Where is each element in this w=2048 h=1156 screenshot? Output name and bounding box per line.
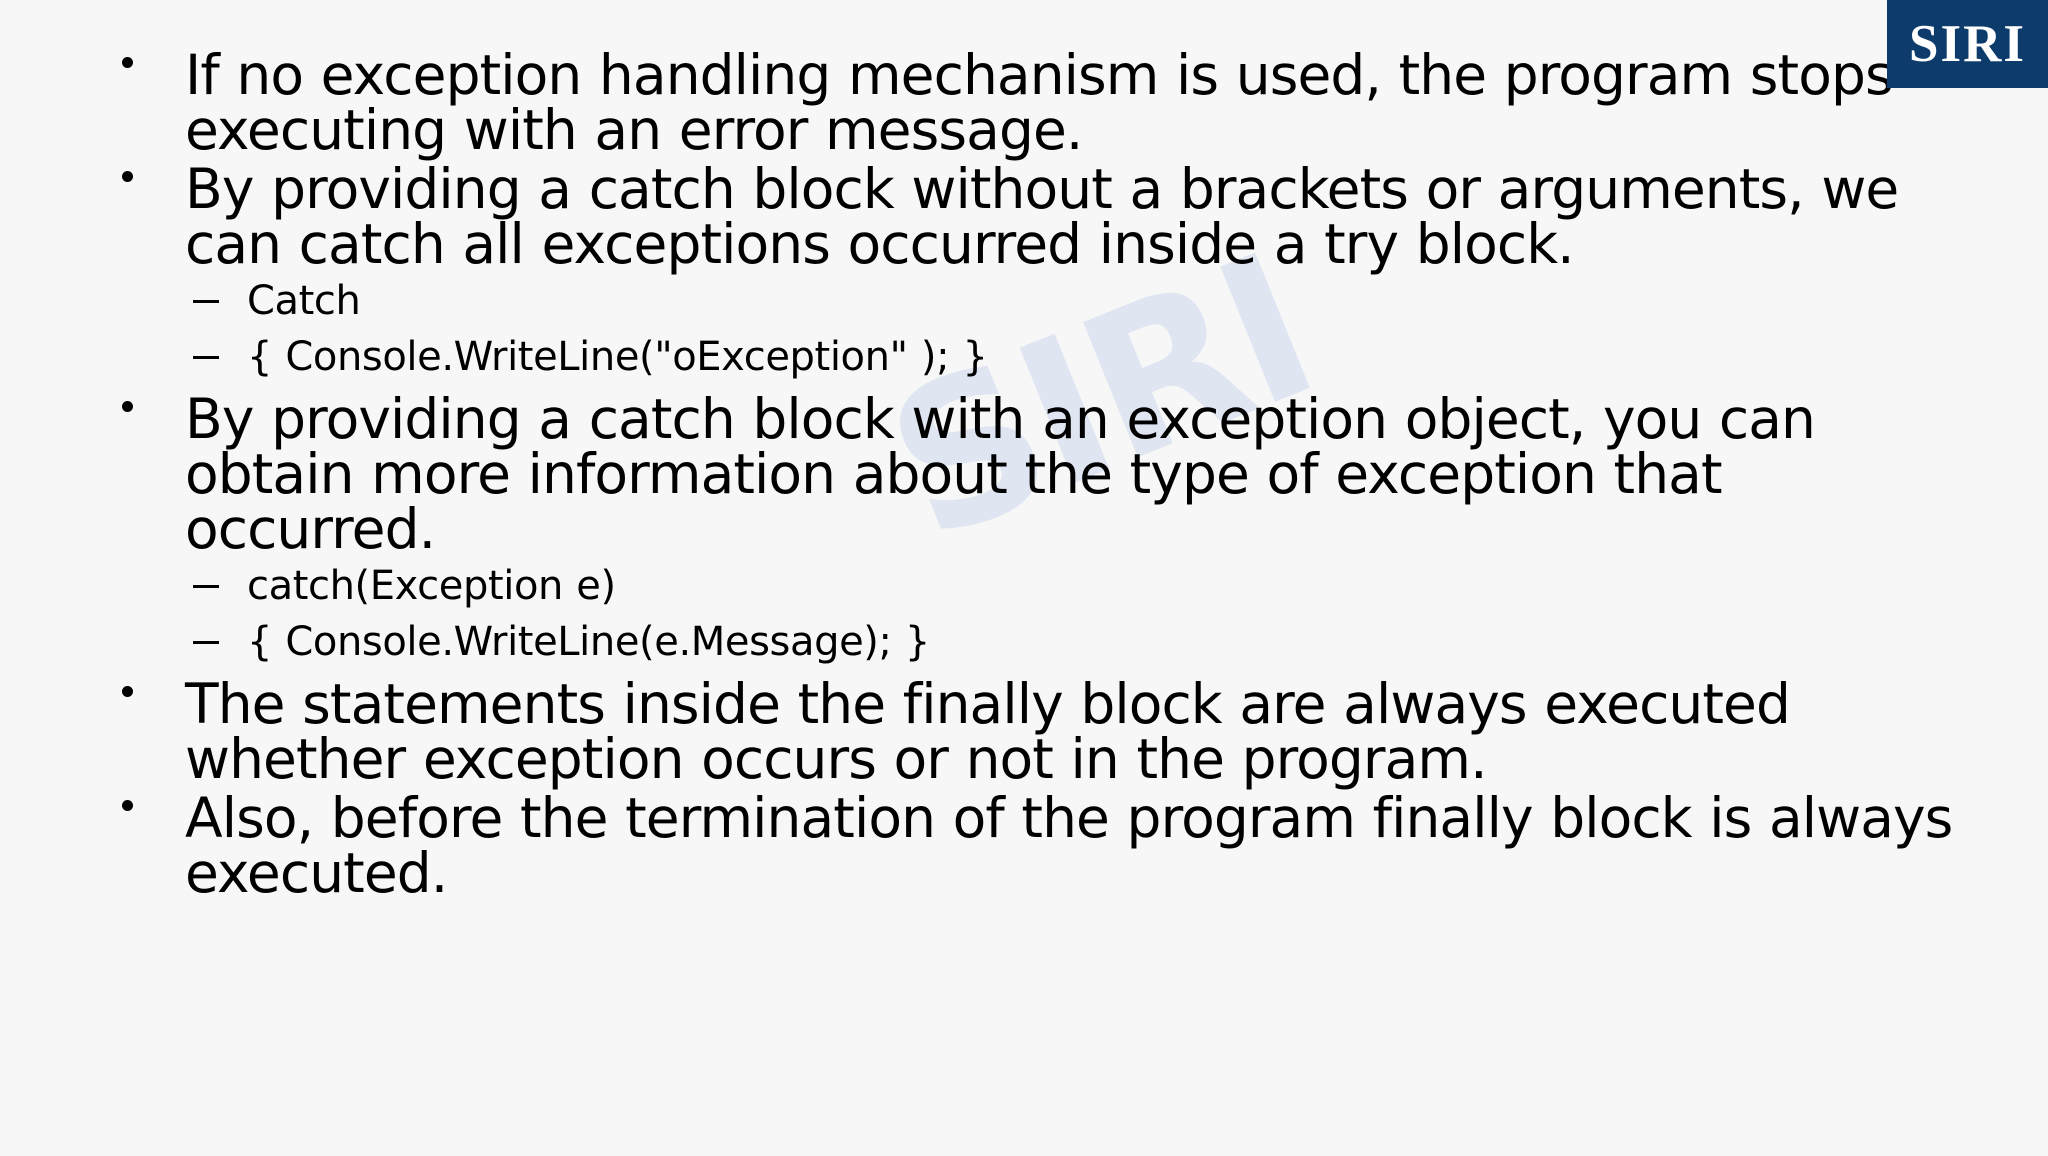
sub-bullet-text: catch(Exception e) (247, 563, 616, 609)
bullet-text: Also, before the termination of the prog… (185, 786, 1953, 905)
slide-content: If no exception handling mechanism is us… (0, 48, 2048, 905)
siri-logo: SIRI (1887, 0, 2048, 88)
sub-bullet-text: Catch (247, 278, 361, 324)
sub-bullet-list: Catch { Console.WriteLine("oException" )… (185, 280, 1978, 378)
sub-bullet-text: { Console.WriteLine("oException" ); } (247, 334, 988, 380)
bullet-text: By providing a catch block without a bra… (185, 157, 1899, 276)
bullet-text: The statements inside the finally block … (185, 672, 1791, 791)
bullet-dot-icon (122, 56, 133, 68)
list-item: By providing a catch block with an excep… (0, 392, 2048, 663)
dash-bullet-icon (193, 640, 219, 644)
bullet-text: If no exception handling mechanism is us… (185, 43, 1894, 162)
bullet-dot-icon (122, 799, 133, 811)
bullet-list: If no exception handling mechanism is us… (0, 48, 2048, 901)
list-item: catch(Exception e) (185, 565, 1978, 607)
list-item: Also, before the termination of the prog… (0, 791, 2048, 901)
dash-bullet-icon (193, 355, 219, 359)
bullet-dot-icon (122, 400, 133, 412)
bullet-dot-icon (122, 170, 133, 182)
list-item: { Console.WriteLine(e.Message); } (185, 621, 1978, 663)
bullet-text: By providing a catch block with an excep… (185, 387, 1816, 561)
siri-logo-text: SIRI (1908, 14, 2026, 73)
sub-bullet-list: catch(Exception e) { Console.WriteLine(e… (185, 565, 1978, 663)
list-item: The statements inside the finally block … (0, 677, 2048, 787)
list-item: If no exception handling mechanism is us… (0, 48, 2048, 158)
dash-bullet-icon (193, 584, 219, 588)
dash-bullet-icon (193, 299, 219, 303)
list-item: Catch (185, 280, 1978, 322)
bullet-dot-icon (122, 685, 133, 697)
list-item: By providing a catch block without a bra… (0, 162, 2048, 378)
list-item: { Console.WriteLine("oException" ); } (185, 336, 1978, 378)
sub-bullet-text: { Console.WriteLine(e.Message); } (247, 619, 930, 665)
